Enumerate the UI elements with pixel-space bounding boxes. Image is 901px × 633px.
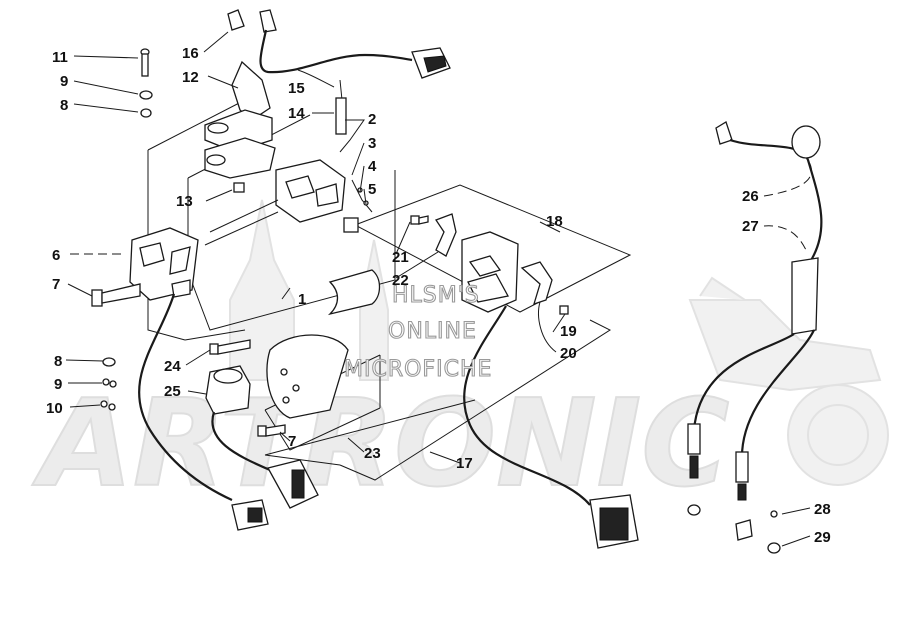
callout-14: 14 [288,105,305,122]
callout-21: 21 [392,249,409,266]
callout-10: 10 [46,400,63,417]
callout-8: 8 [60,97,68,114]
screw-part-21 [410,215,429,225]
callout-2: 2 [368,111,376,128]
callout-29: 29 [814,529,831,546]
hardware-parts-2-5 [343,179,373,233]
callout-19: 19 [560,323,577,340]
callout-13: 13 [176,193,193,210]
heater-part-23 [266,334,349,419]
callout-20: 20 [560,345,577,362]
callout-15: 15 [288,80,305,97]
grommet-part-29 [767,542,781,554]
bolt-part-24 [209,339,251,355]
terminal-part-28 [735,510,778,541]
callout-1: 1 [298,291,306,308]
callout-24: 24 [164,358,181,375]
clip-part-22 [435,213,457,257]
logo-watermark: ARTRONIC [32,375,729,514]
handlebar-segment [327,269,381,316]
callout-25: 25 [164,383,181,400]
callout-5: 5 [368,181,376,198]
callout-18: 18 [546,213,563,230]
throttle-harness-wire [463,305,591,506]
callout-9: 9 [60,73,68,90]
parts-artwork [91,9,823,554]
cable-assembly-part-27 [687,121,823,516]
pin-part-14 [335,79,347,135]
left-harness-wire [138,293,233,502]
callout-22: 22 [392,272,409,289]
switch-part-25 [205,365,251,415]
block-part-13 [233,182,245,193]
screw-part-19 [559,305,569,315]
callout-27: 27 [742,218,759,235]
bolt-part-7 [91,283,141,307]
callout-26: 26 [742,188,759,205]
watermark-text: HLSM'S ONLINE MICROFICHE [343,282,492,382]
switch-25-connector [267,459,319,509]
ring-part-26 [791,125,821,159]
callout-8-lower: 8 [54,353,62,370]
throttle-block-part-18 [461,231,519,313]
bolt-part-7-lower [257,424,286,437]
callout-9-lower: 9 [54,376,62,393]
lever-bracket-part-12 [204,60,276,179]
leader-lines [65,31,812,547]
callout-labels: 11 9 8 16 12 15 14 13 2 3 4 5 6 7 1 18 2… [46,45,831,546]
hardware-parts-8-10-lower [100,357,117,411]
switch-housing-part-6 [129,227,199,301]
watermark-line-3: MICROFICHE [344,357,492,382]
callout-6: 6 [52,247,60,264]
callout-28: 28 [814,501,831,518]
left-connector-part [231,499,269,531]
callout-12: 12 [182,69,199,86]
callout-7-lower: 7 [288,433,296,450]
callout-3: 3 [368,135,376,152]
washer-part-9 [139,90,153,100]
callout-11: 11 [52,49,68,66]
callout-4: 4 [368,158,377,175]
watermark-line-1: HLSM'S [392,283,480,308]
motorcycle-watermark-icon [688,276,889,486]
callout-7: 7 [52,276,60,293]
switch-block-part-2 [204,159,346,246]
lever-part-20 [520,261,553,306]
harness-part-15-16 [227,9,451,79]
throttle-connector-part [589,494,639,549]
callout-23: 23 [364,445,381,462]
watermark-line-2: ONLINE [388,319,477,344]
washer-part-8 [140,108,152,118]
pin-part-11 [140,48,150,77]
callout-16: 16 [182,45,199,62]
callout-17: 17 [456,455,473,472]
